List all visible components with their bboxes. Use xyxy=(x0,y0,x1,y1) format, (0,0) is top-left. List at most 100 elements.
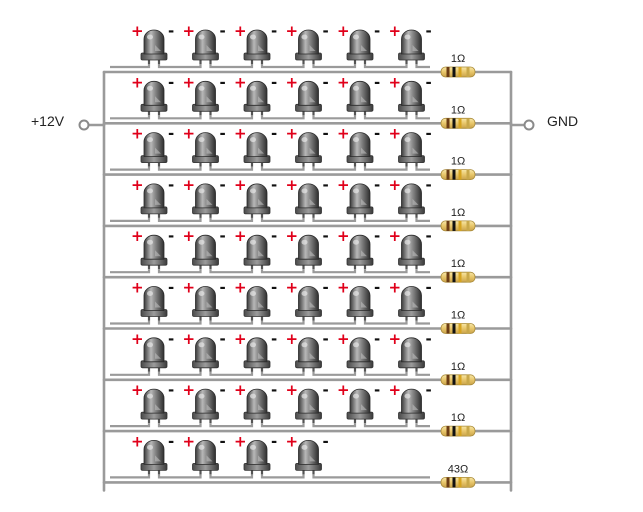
anode-plus-sign: + xyxy=(234,73,247,91)
anode-plus-sign: + xyxy=(389,176,402,194)
led-icon: +- xyxy=(286,279,329,321)
series-link-wire xyxy=(209,217,254,222)
cathode-minus-sign: - xyxy=(374,125,380,143)
resistor-icon: 43Ω xyxy=(440,463,476,488)
series-link-wire xyxy=(209,166,254,171)
cathode-minus-sign: - xyxy=(220,125,226,143)
cathode-minus-sign: - xyxy=(168,279,174,297)
cathode-minus-sign: - xyxy=(426,330,432,348)
led-icon: +- xyxy=(234,73,277,116)
series-link-wire xyxy=(260,64,305,69)
anode-plus-sign: + xyxy=(234,279,247,297)
cathode-minus-sign: - xyxy=(271,330,277,348)
series-link-wire xyxy=(260,166,305,171)
cathode-minus-sign: - xyxy=(220,73,226,91)
series-link-wire xyxy=(363,115,408,120)
resistor-value-label: 1Ω xyxy=(451,207,465,219)
led-icon: +- xyxy=(337,73,380,116)
cathode-minus-sign: - xyxy=(426,227,432,245)
series-link-wire xyxy=(209,115,254,120)
resistor-value-label: 1Ω xyxy=(451,412,465,424)
cathode-minus-sign: - xyxy=(426,381,432,399)
led-icon: +- xyxy=(337,22,380,64)
led-icon: +- xyxy=(183,125,226,167)
anode-plus-sign: + xyxy=(234,176,247,194)
led-icon: +- xyxy=(234,125,277,167)
cathode-minus-sign: - xyxy=(426,125,432,143)
anode-plus-sign: + xyxy=(337,279,350,297)
anode-plus-sign: + xyxy=(337,381,350,399)
row-cathode-wire xyxy=(415,115,430,120)
led-icon: +- xyxy=(234,227,277,270)
anode-plus-sign: + xyxy=(131,176,144,194)
anode-plus-sign: + xyxy=(183,279,196,297)
cathode-minus-sign: - xyxy=(426,279,432,297)
cathode-minus-sign: - xyxy=(168,227,174,245)
resistor-value-label: 43Ω xyxy=(448,463,468,475)
cathode-minus-sign: - xyxy=(374,279,380,297)
led-icon: +- xyxy=(183,432,226,475)
series-link-wire xyxy=(260,217,305,222)
led-icon: +- xyxy=(183,176,226,218)
led-icon: +- xyxy=(286,227,329,270)
anode-plus-sign: + xyxy=(183,330,196,348)
series-link-wire xyxy=(157,166,202,171)
row-cathode-wire xyxy=(415,217,430,222)
row-cathode-wire xyxy=(415,371,430,376)
cathode-minus-sign: - xyxy=(323,432,329,450)
led-icon: +- xyxy=(337,279,380,321)
led-icon: +- xyxy=(234,176,277,218)
cathode-minus-sign: - xyxy=(323,381,329,399)
terminals: +12V GND xyxy=(31,113,578,131)
led-icon: +- xyxy=(286,73,329,116)
led-row: +-+-+-+-+-+-1Ω xyxy=(102,176,513,232)
led-row: +-+-+-+-+-+-1Ω xyxy=(102,330,513,386)
anode-plus-sign: + xyxy=(286,279,299,297)
anode-plus-sign: + xyxy=(183,22,196,40)
series-link-wire xyxy=(363,423,408,428)
series-link-wire xyxy=(157,474,202,479)
anode-plus-sign: + xyxy=(337,330,350,348)
row-anode-wire xyxy=(110,217,151,222)
led-icon: +- xyxy=(234,432,277,475)
series-link-wire xyxy=(157,320,202,325)
row-cathode-wire xyxy=(312,474,430,479)
cathode-minus-sign: - xyxy=(168,381,174,399)
cathode-minus-sign: - xyxy=(374,73,380,91)
led-row: +-+-+-+-+-+-1Ω xyxy=(102,279,513,334)
anode-plus-sign: + xyxy=(337,73,350,91)
series-link-wire xyxy=(209,320,254,325)
series-link-wire xyxy=(209,64,254,69)
resistor-value-label: 1Ω xyxy=(451,310,465,322)
resistor-icon: 1Ω xyxy=(440,361,476,386)
series-link-wire xyxy=(157,64,202,69)
cathode-minus-sign: - xyxy=(271,22,277,40)
cathode-minus-sign: - xyxy=(323,227,329,245)
anode-plus-sign: + xyxy=(183,432,196,450)
cathode-minus-sign: - xyxy=(323,279,329,297)
series-link-wire xyxy=(312,269,357,274)
series-link-wire xyxy=(312,371,357,376)
series-link-wire xyxy=(157,423,202,428)
led-icon: +- xyxy=(183,330,226,372)
anode-plus-sign: + xyxy=(286,73,299,91)
led-icon: +- xyxy=(337,381,380,424)
led-row: +-+-+-+-+-+-1Ω xyxy=(102,381,513,437)
series-link-wire xyxy=(260,371,305,376)
anode-plus-sign: + xyxy=(337,227,350,245)
ground-terminal-icon xyxy=(523,119,535,131)
led-row: +-+-+-+-+-+-1Ω xyxy=(102,22,513,78)
row-anode-wire xyxy=(110,320,151,325)
row-cathode-wire xyxy=(415,64,430,69)
row-cathode-wire xyxy=(415,423,430,428)
led-icon: +- xyxy=(286,22,329,64)
cathode-minus-sign: - xyxy=(168,330,174,348)
cathode-minus-sign: - xyxy=(323,176,329,194)
led-icon: +- xyxy=(131,176,174,218)
led-row: +-+-+-+-+-+-1Ω xyxy=(102,73,513,129)
led-icon: +- xyxy=(389,176,432,218)
cathode-minus-sign: - xyxy=(271,381,277,399)
resistor-value-label: 1Ω xyxy=(451,361,465,373)
series-link-wire xyxy=(260,320,305,325)
